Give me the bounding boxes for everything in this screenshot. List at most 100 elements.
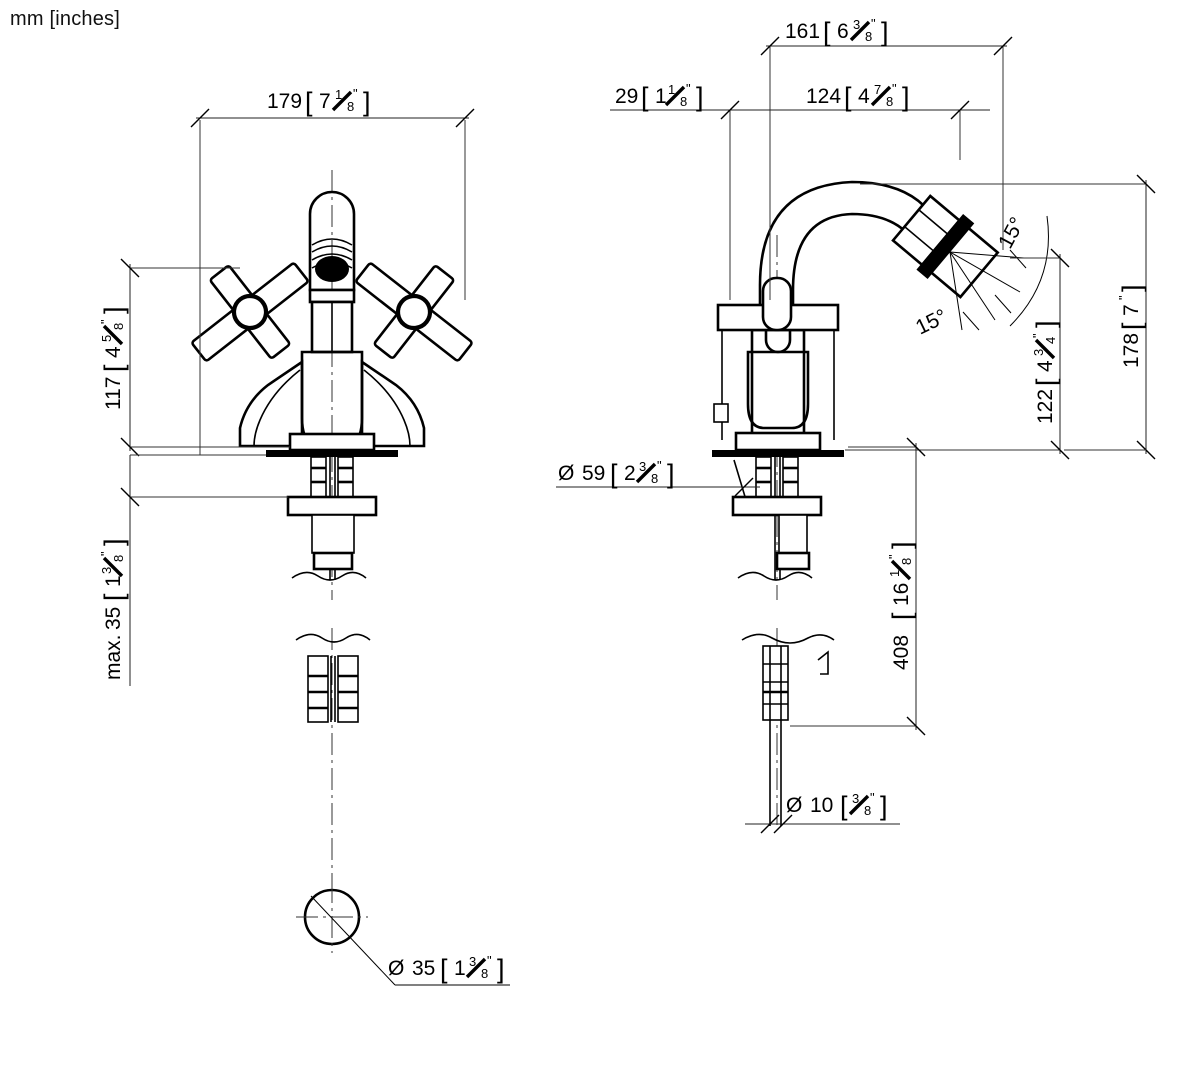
dim-35-mm: 35 [102, 607, 125, 630]
dim-label-117: 117 [ 4 5 8 " ] [98, 306, 129, 410]
bracket-open: [ [305, 87, 313, 117]
front-mount-nut [286, 495, 378, 517]
side-deck-plate [712, 450, 844, 457]
angle-tick-upper [1009, 249, 1027, 269]
dim-161-whole: 6 [837, 20, 849, 43]
dim-35-num: 3 [99, 567, 114, 574]
dim-408-num: 1 [887, 570, 902, 577]
aerator-swivel-leaders [949, 215, 1049, 331]
side-view-dimensions [556, 36, 1156, 834]
svg-text:[: [ [440, 954, 448, 984]
side-mount-nut [731, 495, 823, 517]
side-stem [764, 298, 792, 354]
svg-text:[: [ [844, 82, 852, 112]
dim-179-den: 8 [347, 99, 354, 114]
dim-122-num: 3 [1031, 349, 1046, 356]
unit-note: mm [inches] [10, 8, 121, 30]
spout-cap [308, 190, 356, 292]
angle-label-lower: 15° [912, 305, 951, 340]
dim-label-124: 124 [ 4 7 8 " ] [806, 81, 910, 112]
dim-124-whole: 4 [858, 85, 870, 108]
dim-label-179: 179 [ 7 1 8 " ] [267, 86, 371, 117]
front-base-collar [288, 432, 376, 452]
dim-179-whole: 7 [319, 90, 331, 113]
front-break-line [291, 571, 367, 581]
spout-ring-2 [311, 245, 353, 253]
front-break-line-2 [295, 633, 371, 643]
bracket-close: ] [363, 87, 371, 117]
dim-29-mm: 29 [615, 85, 638, 108]
hose-nut-right [337, 655, 359, 723]
dim-label-29: 29 [ 1 1 8 " ] [615, 81, 704, 112]
dim-117-mm: 117 [102, 377, 125, 410]
side-handle-stop [713, 403, 729, 423]
svg-text:]: ] [99, 306, 129, 314]
dim-35-den: 8 [111, 555, 126, 562]
dim-124-den: 8 [886, 94, 893, 109]
dim-122-den: 4 [1043, 337, 1058, 344]
svg-text:]: ] [99, 538, 129, 546]
svg-text:]: ] [1117, 284, 1147, 292]
dim-10-den: 8 [864, 803, 871, 818]
svg-text:[: [ [1117, 322, 1147, 330]
dim-m35-whole: 1 [454, 957, 466, 980]
dim-35-whole: 1 [102, 575, 125, 587]
side-coupling [778, 514, 808, 554]
dim-m35-mm: 35 [412, 957, 435, 980]
dia-symbol-35: Ø [388, 957, 404, 980]
dim-label-d35: Ø 35 [ 1 3 8 " ] [388, 953, 505, 984]
dim-59-num: 3 [639, 459, 646, 474]
angle-tick-lower [962, 311, 980, 331]
hose-ferrule [762, 645, 789, 721]
svg-text:]: ] [1031, 320, 1061, 328]
svg-text:]: ] [880, 791, 888, 821]
hole-leader-1 [310, 895, 396, 986]
front-hose-fitting [295, 633, 371, 723]
aerator-assembly [891, 194, 1000, 299]
dim-179-mm: 179 [267, 90, 302, 113]
dim-29-den: 8 [680, 94, 687, 109]
front-coupling-nut [312, 551, 354, 571]
svg-text:]: ] [667, 459, 675, 489]
dim-178-whole: 7 [1120, 304, 1143, 316]
dim-m35-inch: " [487, 953, 492, 968]
right-handle-wing [360, 359, 426, 448]
dim-117-num: 5 [99, 335, 114, 342]
svg-text:[: [ [641, 82, 649, 112]
shank-right [337, 456, 354, 498]
dim-10-num: 3 [852, 791, 859, 806]
front-deck-plate [266, 450, 398, 457]
dim-label-178: 178 [ 7 " ] [1116, 284, 1147, 368]
right-handle-hub [395, 293, 433, 331]
dim-161-num: 3 [853, 17, 860, 32]
svg-text:]: ] [881, 17, 889, 47]
side-body [750, 328, 806, 442]
dim-178-inch: " [1116, 295, 1131, 300]
dim-m35-num: 3 [469, 954, 476, 969]
dim-124-mm: 124 [806, 85, 841, 108]
dim-161-den: 8 [865, 29, 872, 44]
dim-117-whole: 4 [102, 346, 125, 358]
dim-29-inch: " [686, 81, 691, 96]
side-hose [741, 633, 835, 826]
dim-35-prefix: max. [102, 634, 125, 680]
hose-tail-flag [817, 650, 829, 675]
angle-label-upper: 15° [994, 214, 1029, 253]
side-inner-taper [733, 459, 747, 501]
mounting-hole-detail [296, 881, 510, 986]
left-wing-inner [253, 369, 301, 447]
aerator-outlet [315, 256, 349, 282]
spout-outer-arc [758, 180, 940, 340]
dim-124-inch: " [892, 81, 897, 96]
spout-collar [308, 288, 356, 304]
dim-label-161: 161 [ 6 3 8 " ] [785, 16, 889, 47]
dim-label-d59: Ø 59 [ 2 3 8 " ] [558, 458, 675, 489]
left-cross-handle [191, 262, 309, 362]
svg-text:[: [ [840, 791, 848, 821]
front-view-drawing [191, 170, 510, 986]
dim-179-num: 1 [335, 87, 342, 102]
angle-arc [1009, 215, 1049, 327]
dim-161-inch: " [871, 16, 876, 31]
dim-59-whole: 2 [624, 462, 636, 485]
